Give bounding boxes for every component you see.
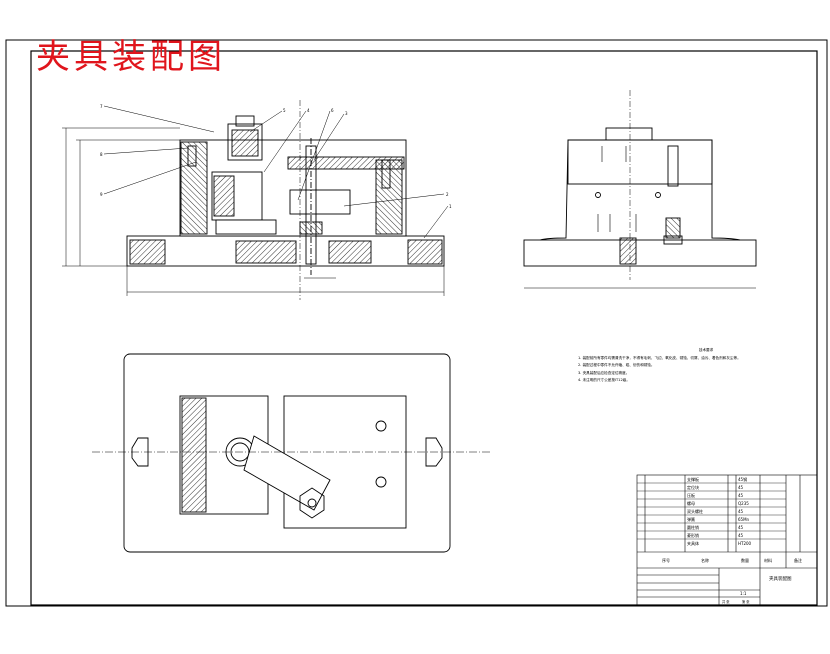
part-name-2: 定位块 — [687, 484, 699, 490]
callout-8: 8 — [100, 152, 103, 157]
title-block-rows — [637, 482, 786, 540]
material-4: Q235 — [738, 501, 749, 506]
material-7: 45 — [738, 525, 744, 530]
top-view — [92, 353, 492, 553]
side-view — [523, 90, 757, 289]
callout-6: 6 — [331, 108, 334, 113]
note-line-3: 3. 夹具装配后应检查定位精度。 — [578, 370, 630, 375]
callout-4: 4 — [307, 108, 310, 113]
title-block-text: 支撑板 定位块 压板 螺母 双头螺柱 弹簧 圆柱销 菱形销 夹具体 45钢 45… — [662, 476, 802, 604]
material-6: 65Mn — [738, 517, 750, 522]
callout-2: 2 — [446, 192, 449, 197]
part-name-6: 弹簧 — [687, 516, 695, 522]
header-material: 材料 — [764, 557, 772, 563]
part-name-3: 压板 — [687, 492, 695, 498]
scale-value: 1:1 — [740, 591, 747, 596]
outer-border — [5, 39, 828, 607]
drawing-title: 夹具装配图 — [36, 37, 226, 77]
sheet-count: 共 张 — [722, 599, 730, 604]
inner-border — [30, 50, 818, 606]
part-name-9: 夹具体 — [687, 540, 699, 546]
callout-3: 3 — [345, 111, 348, 116]
header-remark: 备注 — [794, 557, 802, 563]
part-name-7: 圆柱销 — [687, 524, 699, 530]
notes-heading: 技术要求 — [698, 348, 714, 352]
callout-7: 7 — [100, 104, 103, 109]
material-9: HT200 — [738, 541, 752, 546]
part-name-1: 支撑板 — [687, 476, 699, 482]
part-name-8: 菱形销 — [687, 532, 699, 538]
callout-labels: 7 8 9 5 4 6 3 2 1 — [100, 104, 452, 209]
note-line-2: 2. 装配过程中零件不允许磕、碰、划伤和锈蚀。 — [578, 363, 655, 368]
material-5: 45 — [738, 509, 744, 514]
material-1: 45钢 — [738, 476, 747, 482]
callout-1: 1 — [449, 204, 452, 209]
header-qty: 数量 — [741, 557, 749, 563]
material-2: 45 — [738, 485, 744, 490]
material-3: 45 — [738, 493, 744, 498]
callout-5: 5 — [283, 108, 286, 113]
sheet-number: 第 张 — [742, 599, 750, 604]
note-line-4: 4. 未注明的尺寸公差按IT12级。 — [578, 378, 630, 383]
title-block — [636, 474, 818, 606]
part-name-4: 螺母 — [687, 500, 695, 506]
technical-notes: 技术要求 1. 装配前所有零件均需清洗干净，不得有毛刺、飞边、氧化皮、锈蚀、切屑… — [578, 347, 814, 385]
front-view — [62, 100, 449, 300]
material-8: 45 — [738, 533, 744, 538]
drawing-name: 夹具装配图 — [769, 575, 792, 582]
header-name: 名称 — [701, 557, 709, 563]
part-name-5: 双头螺柱 — [687, 508, 703, 514]
note-line-1: 1. 装配前所有零件均需清洗干净，不得有毛刺、飞边、氧化皮、锈蚀、切屑、油污、着… — [578, 355, 741, 360]
header-index: 序号 — [662, 557, 670, 563]
callout-9: 9 — [100, 192, 103, 197]
